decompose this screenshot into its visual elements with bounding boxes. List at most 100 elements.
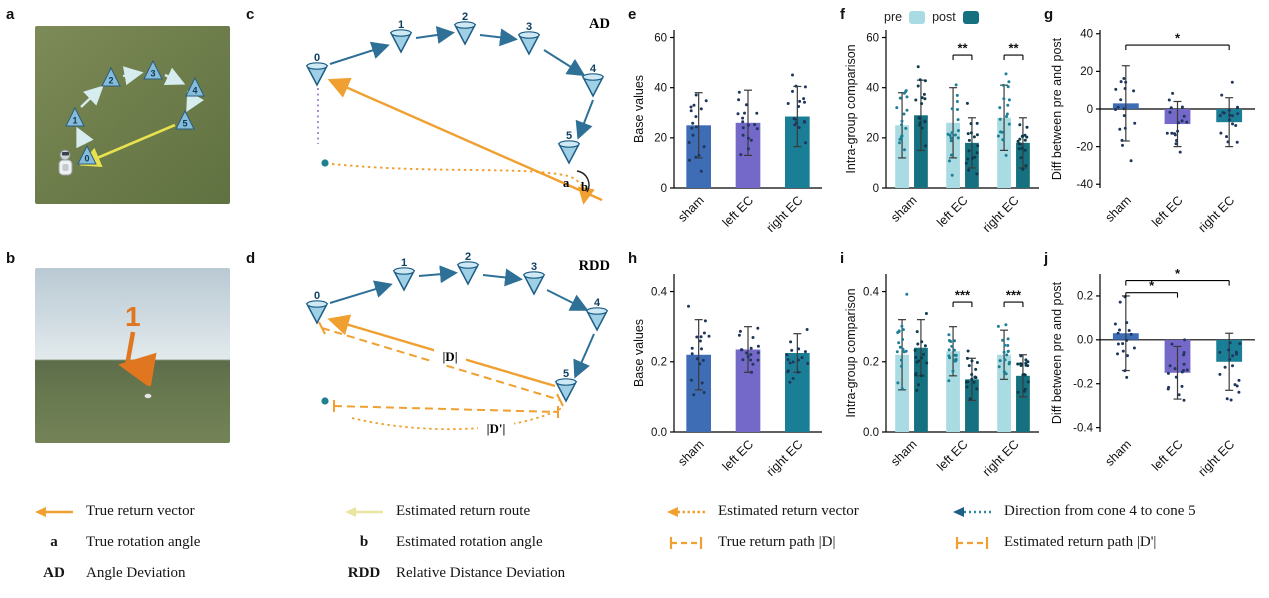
cone-marker: 4 [585, 297, 609, 332]
post-swatch [962, 10, 979, 24]
svg-text:sham: sham [1102, 437, 1134, 469]
svg-text:3: 3 [150, 69, 155, 79]
vr-scene-firstperson-photo: 1 [35, 268, 230, 443]
legend-item: AD Angle Deviation [28, 562, 200, 585]
pre-swatch [909, 10, 926, 24]
panel-label-i: i [840, 250, 845, 267]
diagram-title-rdd: RDD [579, 258, 610, 274]
legend-label: Estimated return vector [718, 503, 859, 519]
symbol-b: b [359, 534, 369, 550]
svg-text:2: 2 [465, 251, 471, 263]
svg-text:***: *** [955, 288, 971, 303]
legend-label: True return path |D| [718, 534, 836, 550]
legend-column-4: Direction from cone 4 to cone 5 Estimate… [946, 500, 1196, 554]
diagram-title-ad: AD [589, 16, 610, 32]
cone-marker: 5 [557, 130, 581, 165]
svg-text:left EC: left EC [934, 193, 970, 229]
legend-item: Direction from cone 4 to cone 5 [946, 500, 1196, 523]
estimated-distance-label: |D'| [487, 421, 506, 436]
panel-label-j: j [1044, 250, 1049, 267]
vr-scene-course-photo: 0 1 2 3 4 5 [35, 26, 230, 204]
estimated-return-path-dashed [333, 400, 559, 418]
robot-avatar [58, 149, 73, 176]
target-marker-arrow [118, 331, 157, 386]
svg-text:right EC: right EC [1195, 193, 1237, 235]
svg-text:*: * [1149, 278, 1155, 293]
svg-text:left EC: left EC [720, 437, 756, 473]
cone-marker: 4 [185, 76, 205, 97]
symbol-rdd: RDD [347, 565, 381, 581]
svg-text:1: 1 [398, 19, 404, 31]
svg-text:*: * [1175, 31, 1181, 46]
legend-column-1: True return vector a True rotation angle… [28, 500, 200, 585]
svg-text:5: 5 [563, 368, 569, 380]
cone-path-arrows [329, 26, 594, 140]
legend-label: Estimated return route [396, 503, 531, 519]
legend-item: a True rotation angle [28, 531, 200, 554]
svg-text:0.2: 0.2 [1077, 291, 1093, 303]
svg-text:60: 60 [866, 32, 879, 44]
panel-label-e: e [628, 6, 637, 23]
panel-label-d: d [246, 250, 256, 267]
svg-text:5: 5 [566, 130, 572, 142]
svg-text:3: 3 [526, 21, 532, 33]
svg-text:left EC: left EC [1149, 193, 1185, 229]
vr-scene-course-drawing: 0 1 2 3 4 5 [35, 26, 230, 204]
estimated-origin-dot [321, 397, 329, 405]
rotation-angle-arc [576, 170, 590, 193]
legend-item: b Estimated rotation angle [338, 531, 565, 554]
angle-deviation-diagram: AD a b 0 1 2 [305, 11, 610, 205]
legend-column-2: Estimated return route b Estimated rotat… [338, 500, 565, 585]
symbol-a: a [50, 534, 58, 550]
svg-text:0: 0 [314, 290, 320, 302]
cone-marker: 1 [65, 106, 85, 127]
cone-marker: 4 [581, 63, 605, 98]
pre-post-legend: pre post [884, 10, 979, 24]
scene-overlay [144, 393, 152, 399]
estimated-path-dotted-curve [351, 407, 563, 431]
svg-text:Intra-group comparison: Intra-group comparison [844, 288, 858, 417]
svg-text:0: 0 [314, 52, 320, 64]
panel-label-a: a [6, 6, 15, 23]
walk-path-arrows [76, 66, 204, 149]
svg-text:**: ** [1008, 41, 1019, 56]
cone-marker: 0 [305, 52, 329, 87]
legend-column-3: Estimated return vector True return path… [660, 500, 859, 554]
true-distance-label: |D| [442, 349, 457, 364]
panel-label-c: c [246, 6, 255, 23]
figure-legend: True return vector a True rotation angle… [0, 500, 1269, 596]
svg-text:-40: -40 [1076, 179, 1093, 191]
cone-marker: 5 [554, 368, 578, 403]
svg-text:0.2: 0.2 [651, 357, 667, 369]
svg-text:Base values: Base values [632, 319, 646, 387]
svg-text:2: 2 [462, 11, 468, 23]
true-return-vector-icon [28, 503, 80, 521]
cone-marker: 2 [101, 66, 121, 87]
svg-text:4: 4 [590, 63, 597, 75]
estimated-return-path-icon [946, 534, 998, 552]
cone-path-arrows [329, 265, 595, 379]
legend-label: Angle Deviation [86, 565, 186, 581]
estimated-return-vector-curve [331, 163, 595, 205]
legend-label: Relative Distance Deviation [396, 565, 566, 581]
legend-label: True return vector [86, 503, 195, 519]
svg-text:*: * [1175, 266, 1181, 281]
svg-text:60: 60 [654, 32, 667, 44]
svg-text:right EC: right EC [764, 193, 806, 235]
svg-text:20: 20 [866, 133, 879, 145]
panel-label-f: f [840, 6, 845, 23]
label-backing [478, 420, 514, 437]
svg-text:sham: sham [1102, 193, 1134, 225]
svg-text:4: 4 [594, 297, 601, 309]
true-return-vector-line [327, 77, 603, 202]
svg-text:0: 0 [1087, 104, 1093, 116]
svg-text:Intra-group comparison: Intra-group comparison [844, 44, 858, 173]
diagram-cones: 0 1 2 3 4 5 [305, 251, 609, 403]
svg-text:-0.4: -0.4 [1073, 422, 1093, 434]
svg-text:sham: sham [888, 193, 920, 225]
svg-text:right EC: right EC [764, 437, 806, 479]
panel-label-b: b [6, 250, 16, 267]
